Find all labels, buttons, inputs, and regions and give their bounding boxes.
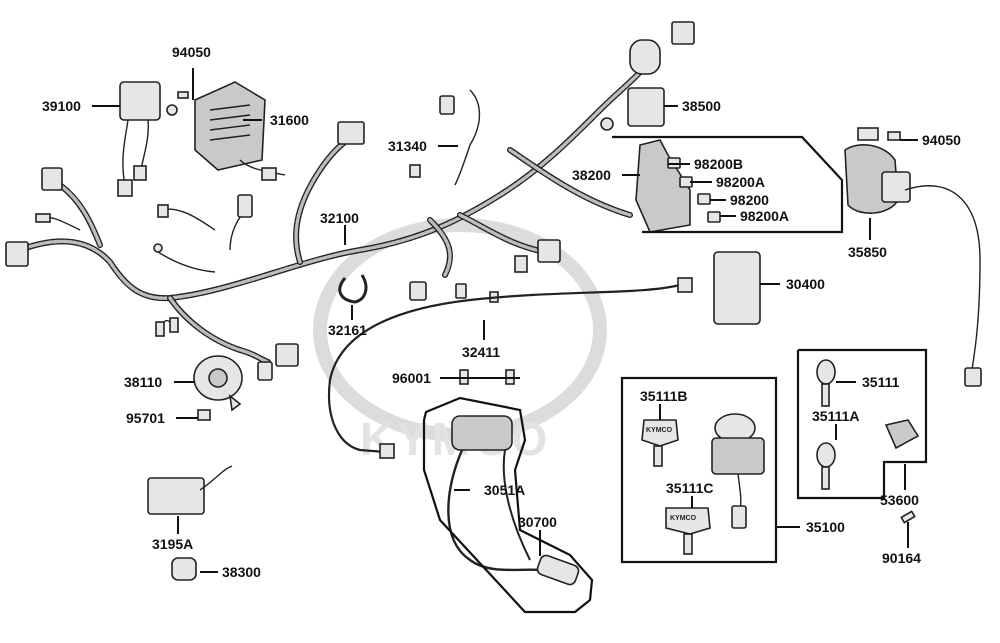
label-98200A-lower[interactable]: 98200A: [740, 208, 790, 224]
label-38110[interactable]: 38110: [124, 374, 163, 390]
label-30700[interactable]: 30700: [518, 514, 557, 530]
label-31600[interactable]: 31600: [270, 112, 309, 128]
label-39100[interactable]: 39100: [42, 98, 81, 114]
label-98200B[interactable]: 98200B: [694, 156, 744, 172]
label-32161[interactable]: 32161: [328, 322, 367, 338]
label-94050[interactable]: 94050: [172, 44, 211, 60]
label-95701[interactable]: 95701: [126, 410, 165, 426]
label-38200[interactable]: 38200: [572, 167, 611, 183]
main-harness: [17, 57, 653, 365]
label-35111B[interactable]: 35111B: [640, 388, 688, 404]
label-31340[interactable]: 31340: [388, 138, 427, 154]
label-35111C[interactable]: 35111C: [666, 480, 714, 496]
group-frames: [422, 135, 928, 614]
label-35111A[interactable]: 35111A: [812, 408, 860, 424]
harness-connectors: [5, 21, 695, 381]
label-53600[interactable]: 53600: [880, 492, 919, 508]
label-35850[interactable]: 35850: [848, 244, 887, 260]
label-35111[interactable]: 35111: [862, 374, 900, 390]
key-brand-35111C: KYMCO: [670, 515, 697, 522]
label-30400[interactable]: 30400: [786, 276, 825, 292]
leader-lines: [92, 68, 918, 573]
key-brand-35111B: KYMCO: [646, 427, 673, 434]
part-shapes: [117, 81, 982, 586]
label-3195A[interactable]: 3195A: [152, 536, 194, 552]
label-98200A-upper[interactable]: 98200A: [716, 174, 766, 190]
label-98200[interactable]: 98200: [730, 192, 769, 208]
label-38300[interactable]: 38300: [222, 564, 261, 580]
label-35100[interactable]: 35100: [806, 519, 845, 535]
label-32411[interactable]: 32411: [462, 344, 501, 360]
label-96001[interactable]: 96001: [392, 370, 431, 386]
label-3051A[interactable]: 3051A: [484, 482, 526, 498]
label-94050-right[interactable]: 94050: [922, 132, 961, 148]
label-38500[interactable]: 38500: [682, 98, 721, 114]
label-90164[interactable]: 90164: [882, 550, 921, 566]
label-32100[interactable]: 32100: [320, 210, 359, 226]
